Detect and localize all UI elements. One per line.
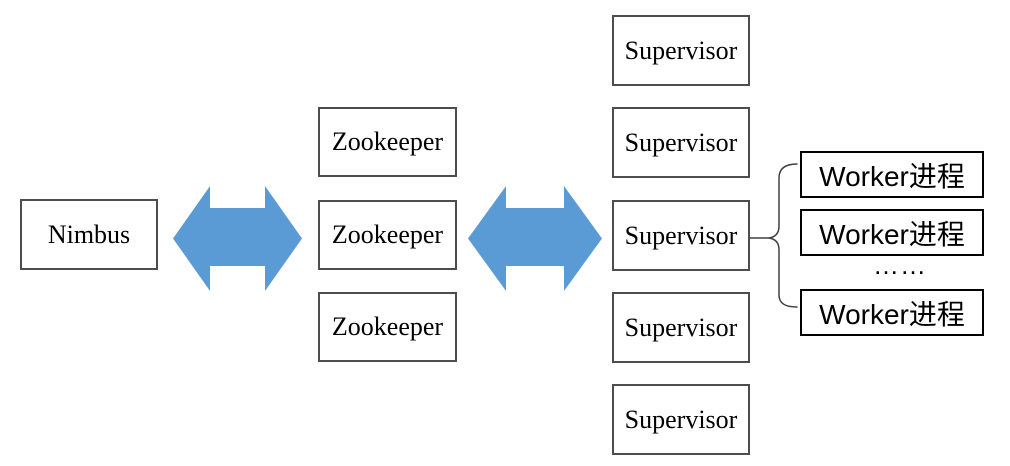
supervisor-label: Supervisor (624, 35, 738, 65)
zookeeper-box-3: Zookeeper (318, 292, 457, 362)
bidirectional-arrow-icon (173, 186, 302, 291)
supervisor-label: Supervisor (624, 404, 738, 434)
worker-process-label: Worker进程 (819, 218, 965, 250)
zookeeper-label: Zookeeper (331, 312, 444, 341)
zookeeper-label: Zookeeper (331, 220, 444, 249)
zookeeper-box-2: Zookeeper (318, 200, 457, 270)
supervisor-box-5: Supervisor (612, 384, 750, 455)
more-workers-ellipsis: …… (873, 250, 927, 280)
worker-process-box-2: Worker进程 (800, 209, 984, 256)
supervisor-label: Supervisor (624, 127, 738, 157)
zookeeper-box-1: Zookeeper (318, 107, 457, 177)
worker-process-box-1: Worker进程 (800, 151, 984, 198)
worker-process-box-3: Worker进程 (800, 289, 984, 336)
nimbus-box: Nimbus (20, 199, 158, 270)
bidirectional-arrow-icon (468, 186, 602, 291)
supervisor-box-2: Supervisor (612, 107, 750, 178)
curly-brace-connector-icon (749, 163, 798, 308)
zookeeper-label: Zookeeper (331, 127, 444, 156)
worker-process-label: Worker进程 (819, 160, 965, 192)
supervisor-label: Supervisor (624, 220, 738, 250)
supervisor-box-1: Supervisor (612, 15, 750, 86)
nimbus-label: Nimbus (47, 219, 131, 249)
worker-process-label: Worker进程 (819, 298, 965, 330)
supervisor-box-3: Supervisor (612, 200, 750, 271)
supervisor-label: Supervisor (624, 312, 738, 342)
supervisor-box-4: Supervisor (612, 292, 750, 363)
